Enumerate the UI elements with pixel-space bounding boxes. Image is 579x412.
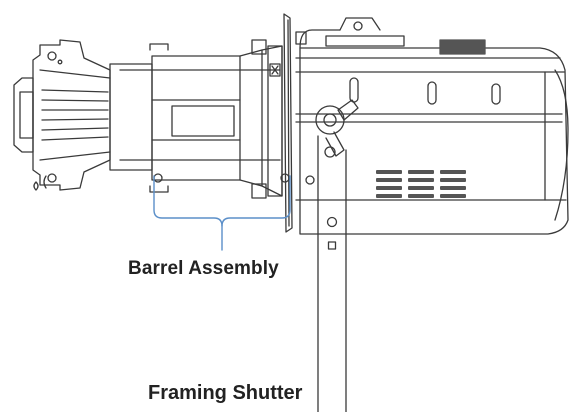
vent-grille	[376, 170, 466, 198]
barrel-assembly-label: Barrel Assembly	[128, 258, 279, 279]
framing-shutter-label: Framing Shutter	[148, 382, 303, 404]
barrel-callout-bracket	[153, 175, 291, 251]
yoke-pivot-knob	[315, 99, 359, 158]
lamp-cap	[13, 39, 111, 191]
barrel-assembly	[109, 39, 290, 199]
fixture-body	[295, 17, 569, 235]
yoke-arm	[305, 135, 347, 412]
framing-shutter-plate	[283, 13, 293, 233]
